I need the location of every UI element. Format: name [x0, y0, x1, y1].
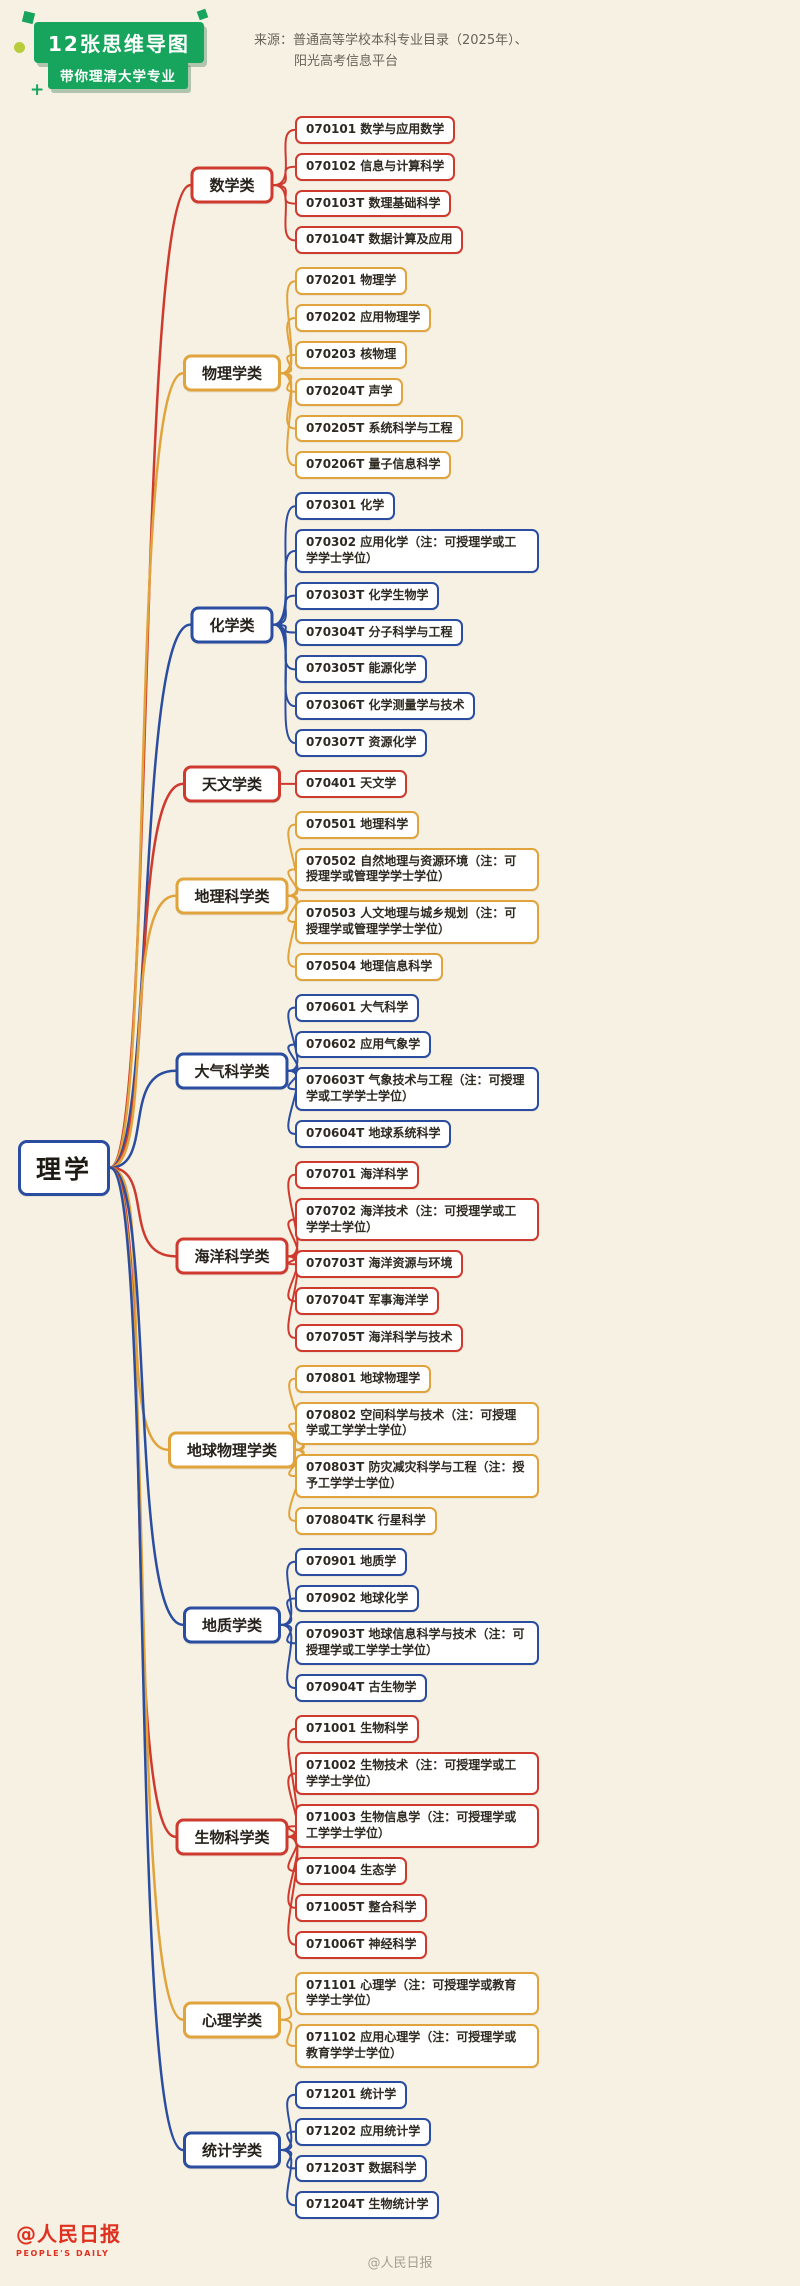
category-box: 数学类 — [190, 166, 274, 204]
major-group: 070501 地理科学 070502 自然地理与资源环境（注：可授理学或管理学学士… — [295, 810, 539, 981]
major-box: 070801 地球物理学 — [295, 1364, 432, 1393]
major-group: 071101 心理学（注：可授理学或教育学学士学位） 071102 应用心理学（注… — [295, 1971, 539, 2068]
major-box: 070703T 海洋资源与环境 — [295, 1250, 464, 1279]
major-box: 071203T 数据科学 — [295, 2154, 428, 2183]
category-box: 地理科学类 — [175, 877, 289, 915]
major-group: 070801 地球物理学 070802 空间科学与技术（注：可授理学或工学学士学位… — [295, 1364, 539, 1535]
major-group: 071201 统计学 071202 应用统计学 071203T 数据科学 071204… — [295, 2080, 539, 2220]
major-box: 070904T 古生物学 — [295, 1674, 428, 1702]
major-box: 070902 地球化学 — [295, 1584, 420, 1613]
major-box: 070704T 军事海洋学 — [295, 1287, 440, 1315]
major-group: 070701 海洋科学 070702 海洋技术（注：可授理学或工学学士学位） 070… — [295, 1160, 539, 1352]
major-box: 071002 生物技术（注：可授理学或工学学士学位） — [295, 1751, 539, 1796]
major-box: 070903T 地球信息科学与技术（注：可授理学或工学学士学位） — [295, 1621, 539, 1666]
major-box: 070301 化学 — [295, 492, 396, 521]
category-box: 生物科学类 — [175, 1818, 289, 1856]
watermark-text: @人民日报 — [367, 2256, 433, 2271]
major-group: 070201 物理学 070202 应用物理学 070203 核物理 070204T … — [295, 267, 539, 480]
category-box: 天文学类 — [182, 765, 282, 803]
major-box: 071101 心理学（注：可授理学或教育学学士学位） — [295, 1971, 539, 2016]
major-box: 070302 应用化学（注：可授理学或工学学士学位） — [295, 529, 539, 573]
major-group: 070901 地质学 070902 地球化学 070903T 地球信息科学与技术（注… — [295, 1547, 539, 1702]
major-group: 070101 数学与应用数学 070102 信息与计算科学 070103T 数理基础… — [295, 116, 539, 255]
major-box: 070604T 地球系统科学 — [295, 1120, 452, 1148]
major-box: 070705T 海洋科学与技术 — [295, 1323, 464, 1352]
root-node: 理学 — [18, 1139, 111, 1196]
category-box: 地球物理学类 — [167, 1431, 297, 1469]
major-box: 070203 核物理 — [295, 340, 408, 369]
source-line-2: 阳光高考信息平台 — [294, 53, 399, 69]
major-box: 070204T 声学 — [295, 377, 404, 406]
major-box: 070701 海洋科学 — [295, 1160, 420, 1189]
major-box: 070501 地理科学 — [295, 810, 420, 839]
peoples-daily-logo: @人民日报 PEOPLE'S DAILY — [16, 2218, 121, 2258]
decor-plus-icon: + — [30, 80, 45, 100]
major-box: 070504 地理信息科学 — [295, 952, 444, 981]
decor-dot-icon — [14, 42, 25, 53]
category-box: 心理学类 — [182, 2001, 282, 2039]
major-box: 070602 应用气象学 — [295, 1030, 432, 1059]
major-box: 071006T 神经科学 — [295, 1930, 428, 1959]
major-box: 070103T 数理基础科学 — [295, 189, 452, 218]
logo-text: @人民日报 — [16, 2222, 121, 2246]
major-box: 070303T 化学生物学 — [295, 581, 440, 610]
major-box: 070104T 数据计算及应用 — [295, 226, 464, 255]
major-box: 070803T 防灾减灾科学与工程（注：授予工学学士学位） — [295, 1454, 539, 1498]
major-box: 071001 生物科学 — [295, 1714, 420, 1743]
category-box: 地质学类 — [182, 1606, 282, 1644]
title-badge: 12张思维导图 带你理清大学专业 — [34, 22, 204, 89]
major-box: 070206T 量子信息科学 — [295, 451, 452, 480]
source-line-1: 来源：普通高等学校本科专业目录（2025年）、 — [254, 33, 528, 48]
badge-subtitle: 带你理清大学专业 — [48, 61, 188, 89]
major-box: 071202 应用统计学 — [295, 2117, 432, 2146]
major-box: 071003 生物信息学（注：可授理学或工学学士学位） — [295, 1804, 539, 1849]
major-group: 071001 生物科学 071002 生物技术（注：可授理学或工学学士学位） 071… — [295, 1714, 539, 1959]
major-box: 070804TK 行星科学 — [295, 1506, 437, 1535]
major-box: 070101 数学与应用数学 — [295, 116, 456, 144]
major-box: 071005T 整合科学 — [295, 1893, 428, 1922]
major-box: 070702 海洋技术（注：可授理学或工学学士学位） — [295, 1197, 539, 1242]
major-group: 070301 化学 070302 应用化学（注：可授理学或工学学士学位） 07030… — [295, 492, 539, 757]
major-box: 070503 人文地理与城乡规划（注：可授理学或管理学学士学位） — [295, 900, 539, 944]
logo-subtext: PEOPLE'S DAILY — [16, 2249, 110, 2258]
category-box: 统计学类 — [182, 2131, 282, 2169]
major-box: 070901 地质学 — [295, 1547, 408, 1576]
major-box: 070603T 气象技术与工程（注：可授理学或工学学士学位） — [295, 1067, 539, 1112]
major-box: 070401 天文学 — [295, 769, 408, 798]
major-box: 070306T 化学测量学与技术 — [295, 692, 476, 721]
majors-column: 070101 数学与应用数学 070102 信息与计算科学 070103T 数理基础… — [295, 116, 539, 2220]
major-box: 070502 自然地理与资源环境（注：可授理学或管理学学士学位） — [295, 847, 539, 892]
major-box: 070305T 能源化学 — [295, 655, 428, 684]
major-box: 071102 应用心理学（注：可授理学或教育学学士学位） — [295, 2024, 539, 2068]
major-box: 070601 大气科学 — [295, 993, 420, 1022]
major-box: 070307T 资源化学 — [295, 729, 428, 757]
major-group: 070601 大气科学 070602 应用气象学 070603T 气象技术与工程（注… — [295, 993, 539, 1148]
major-box: 070205T 系统科学与工程 — [295, 414, 464, 443]
major-box: 070304T 分子科学与工程 — [295, 618, 464, 647]
category-box: 化学类 — [190, 606, 274, 644]
major-box: 070202 应用物理学 — [295, 304, 432, 332]
major-box: 071004 生态学 — [295, 1857, 408, 1885]
category-box: 物理学类 — [182, 354, 282, 392]
badge-title: 12张思维导图 — [34, 22, 204, 63]
major-box: 071204T 生物统计学 — [295, 2191, 440, 2220]
category-box: 大气科学类 — [175, 1052, 289, 1090]
category-box: 海洋科学类 — [175, 1237, 289, 1275]
major-box: 070802 空间科学与技术（注：可授理学或工学学士学位） — [295, 1401, 539, 1446]
major-box: 070102 信息与计算科学 — [295, 152, 456, 181]
major-group: 070401 天文学 — [295, 769, 539, 798]
source-note: 来源：普通高等学校本科专业目录（2025年）、 阳光高考信息平台 — [254, 31, 528, 73]
major-box: 070201 物理学 — [295, 267, 408, 296]
major-box: 071201 统计学 — [295, 2080, 408, 2109]
